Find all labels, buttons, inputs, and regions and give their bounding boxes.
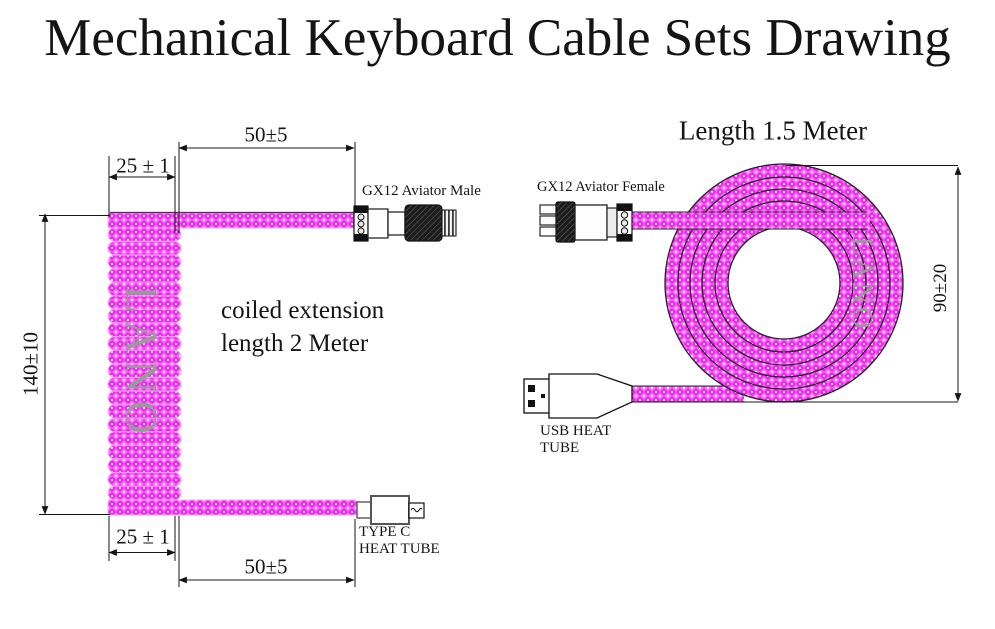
right-cable-coil	[632, 163, 958, 403]
watermark-left: LANO	[116, 285, 168, 441]
dim-label-height-140: 140±10	[18, 331, 43, 397]
coil-note-line1: coiled extension	[221, 297, 385, 324]
type-c-label-line2: HEAT TUBE	[359, 541, 440, 557]
dim-label-top-50: 50±5	[244, 122, 288, 147]
coil-loop	[107, 241, 182, 256]
usb-label-line2: TUBE	[540, 440, 580, 456]
type-c-label-line1: TYPE C	[359, 524, 411, 540]
gx12-male-label: GX12 Aviator Male	[362, 183, 481, 199]
right-dimension-lines	[786, 165, 962, 402]
gx12-female-label: GX12 Aviator Female	[537, 179, 665, 195]
coil-loop	[107, 268, 182, 283]
coil-note-line2: length 2 Meter	[221, 330, 369, 357]
usb-connector	[523, 373, 633, 419]
dim-label-bottom-25: 25 ± 1	[116, 524, 170, 549]
right-figure-title: Length 1.5 Meter	[678, 115, 868, 146]
coil-loop	[107, 472, 182, 487]
type-c-connector	[356, 495, 425, 525]
usb-label-line1: USB HEAT	[540, 423, 612, 439]
gx12-female-connector	[539, 201, 633, 243]
dim-label-height-90: 90±20	[930, 263, 951, 313]
left-dimension-lines	[39, 142, 356, 587]
coil-loop	[107, 485, 182, 500]
page-title: Mechanical Keyboard Cable Sets Drawing	[44, 9, 951, 67]
coil-loop	[107, 445, 182, 460]
dim-label-top-25: 25 ± 1	[116, 153, 170, 178]
gx12-male-connector	[353, 204, 457, 242]
coil-loop	[107, 458, 182, 473]
watermark-right: LANO	[846, 236, 879, 332]
left-coiled-cable	[107, 211, 358, 516]
dim-label-bottom-50: 50±5	[244, 554, 288, 579]
coil-loop	[107, 227, 182, 242]
coil-loop	[107, 254, 182, 269]
coil-note: coiled extension length 2 Meter	[221, 294, 384, 360]
